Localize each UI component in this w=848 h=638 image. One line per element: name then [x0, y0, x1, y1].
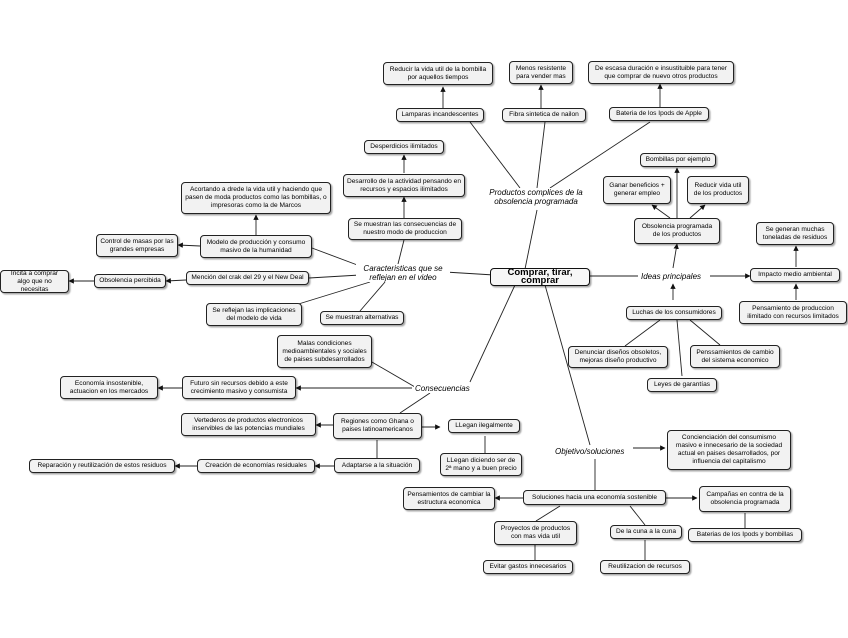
node-desarrollo[interactable]: Desarrollo de la actividad pensando en r… — [343, 174, 465, 197]
node-pensamientos-estructura[interactable]: Pensamientos de cambiar la estructura ec… — [403, 487, 495, 510]
node-cuna[interactable]: De la cuna a la cuna — [610, 525, 682, 539]
central-topic[interactable]: Comprar, tirar, comprar — [490, 268, 590, 286]
node-bateria-ipods[interactable]: Bateria de los Ipods de Apple — [609, 107, 709, 121]
node-ganar-beneficios[interactable]: Ganar beneficios + generar empleo — [603, 176, 671, 204]
node-regiones[interactable]: Regiones como Ghana o paises latinoameri… — [333, 413, 422, 439]
node-menos-resistente[interactable]: Menos resistente para vender mas — [509, 61, 573, 84]
node-consecuencias-modo[interactable]: Se muestran las consecuencias de nuestro… — [348, 218, 462, 240]
node-proyectos[interactable]: Proyectos de productos con mas vida util — [494, 521, 577, 545]
node-vertederos[interactable]: Vertederos de productos electronicos ins… — [181, 413, 316, 436]
node-alternativas[interactable]: Se muestran alternativas — [320, 311, 404, 325]
node-impacto[interactable]: Impacto medio ambiental — [750, 268, 840, 282]
node-desperdicios[interactable]: Desperdicios ilimitados — [364, 140, 444, 154]
node-escasa-duracion[interactable]: De escasa duración e insustituible para … — [588, 61, 734, 84]
node-denunciar[interactable]: Denunciar diseños obsoletos, mejoras dis… — [568, 346, 668, 368]
node-evitar-gastos[interactable]: Evitar gastos innecesarios — [483, 560, 573, 574]
node-soluciones[interactable]: Soluciones hacia una economía sostenible — [523, 490, 666, 505]
node-implicaciones[interactable]: Se reflejan las implicaciones del modelo… — [206, 303, 302, 326]
node-leyes[interactable]: Leyes de garantías — [647, 378, 717, 392]
node-luchas[interactable]: Luchas de los consumidores — [626, 306, 722, 320]
node-concienciacion[interactable]: Concienciación del consumismo masivo e i… — [667, 430, 791, 470]
node-futuro[interactable]: Futuro sin recursos debido a este crecim… — [182, 376, 296, 399]
node-economia-insostenible[interactable]: Economía insostenible, actuacion en los … — [60, 376, 158, 399]
label-ideas: Ideas principales — [640, 272, 703, 281]
node-segunda-mano[interactable]: LLegan diciendo ser de 2ª mano y a buen … — [440, 453, 522, 476]
node-economias-residuales[interactable]: Creación de economías residuales — [197, 459, 315, 473]
node-bombillas-ejemplo[interactable]: Bombillas por ejemplo — [640, 153, 716, 167]
node-bombilla-vida[interactable]: Reducir la vida util de la bombilla por … — [383, 62, 493, 85]
node-lamparas[interactable]: Lamparas incandescentes — [396, 108, 484, 122]
label-consecuencias: Consecuencias — [414, 384, 471, 393]
node-toneladas[interactable]: Se generan muchas toneladas de residuos — [756, 222, 834, 245]
node-reutilizacion[interactable]: Reutilizacion de recursos — [600, 560, 690, 574]
node-obs-programada[interactable]: Obsolencia programada de los productos — [634, 218, 720, 244]
node-fibra[interactable]: Fibra sintetica de nailon — [502, 108, 586, 122]
node-control-masas[interactable]: Control de masas por las grandes empresa… — [96, 234, 178, 257]
node-acortando[interactable]: Acortando a drede la vida util y haciend… — [181, 182, 331, 214]
node-modelo[interactable]: Modelo de producción y consumo masivo de… — [200, 235, 312, 258]
node-reducir-vida[interactable]: Reducir vida util de los productos — [687, 176, 749, 204]
node-reparacion[interactable]: Reparación y reutilización de estos resi… — [29, 459, 175, 473]
node-malas-condiciones[interactable]: Malas condiciones medioambientales y soc… — [277, 335, 372, 368]
node-incita[interactable]: Incita a comprar algo que no necesitas — [0, 270, 69, 293]
node-pensamiento-prod[interactable]: Pensamiento de produccion ilimitado con … — [739, 301, 847, 324]
node-crak[interactable]: Mención del crak del 29 y el New Deal — [186, 271, 309, 285]
node-campanas[interactable]: Campañas en contra de la obsolencia prog… — [699, 486, 791, 512]
node-llegan-ilegal[interactable]: LLegan ilegalmente — [448, 419, 520, 433]
label-objetivo: Objetivo/soluciones — [554, 447, 626, 456]
label-obsolencia: Productos complices de la obsolencia pro… — [482, 188, 590, 206]
node-pensamientos-cambio[interactable]: Penssamientos de cambio del sistema econ… — [690, 345, 780, 368]
label-caracteristicas: Caracteristicas que se reflejan en el vi… — [356, 264, 450, 282]
node-baterias-ipods-bombillas[interactable]: Baterias de los Ipods y bombillas — [688, 528, 802, 542]
node-obs-percibida[interactable]: Obsolencia percibida — [94, 274, 166, 288]
node-adaptarse[interactable]: Adaptarse a la situación — [334, 458, 420, 473]
